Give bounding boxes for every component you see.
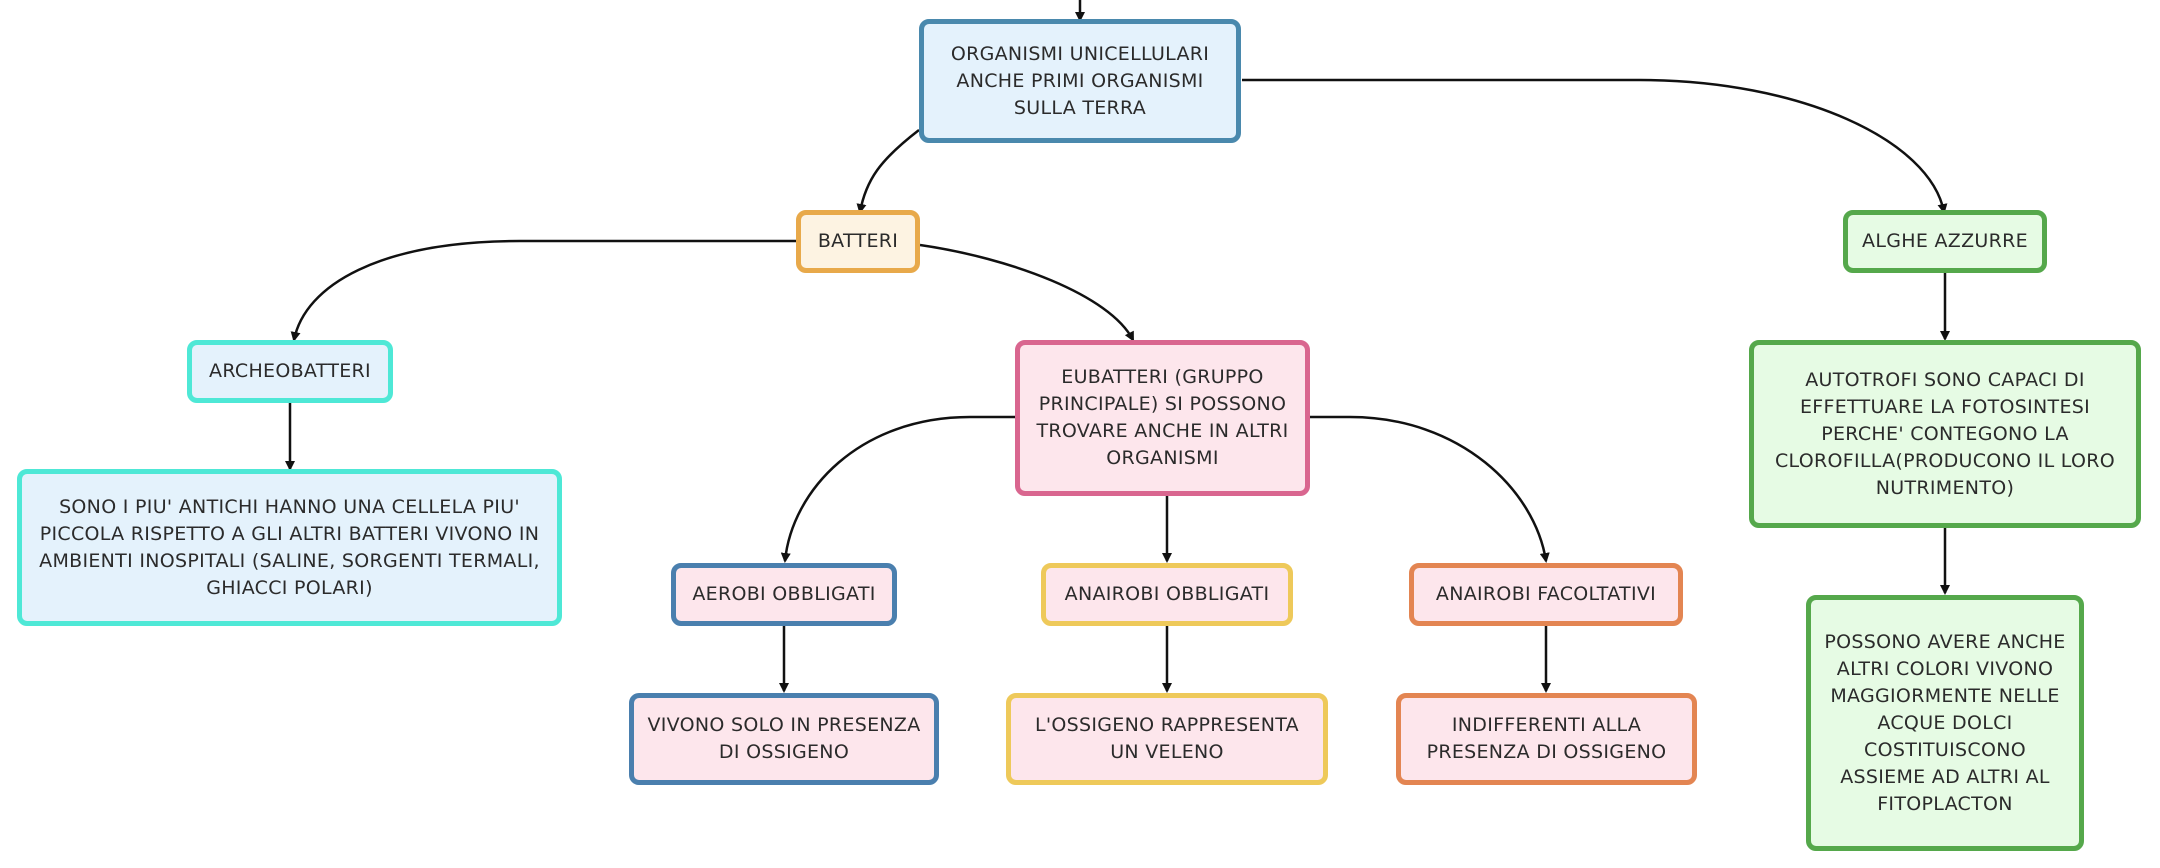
node-label: ARCHEOBATTERI	[209, 360, 371, 382]
edge-batteri-eubatteri	[919, 243, 1135, 342]
node-label: ANAIROBI OBBLIGATI	[1064, 583, 1270, 605]
node-alghe-azzurre: ALGHE AZZURRE	[1843, 210, 2047, 273]
node-archeobatteri-description: SONO I PIU' ANTICHI HANNO UNA CELLELA PI…	[17, 469, 562, 626]
node-alghe-description: POSSONO AVERE ANCHE ALTRI COLORI VIVONO …	[1806, 595, 2084, 851]
node-label: ORGANISMI UNICELLULARI ANCHE PRIMI ORGAN…	[950, 42, 1210, 119]
node-label: POSSONO AVERE ANCHE ALTRI COLORI VIVONO …	[1824, 630, 2066, 815]
node-label: SONO I PIU' ANTICHI HANNO UNA CELLELA PI…	[39, 495, 540, 599]
node-anaerobi-obbligati: ANAIROBI OBBLIGATI	[1041, 563, 1293, 626]
node-batteri: BATTERI	[796, 210, 920, 273]
node-organismi-unicellulari: ORGANISMI UNICELLULARI ANCHE PRIMI ORGAN…	[919, 19, 1241, 143]
node-label: INDIFFERENTI ALLA PRESENZA DI OSSIGENO	[1426, 714, 1667, 763]
node-eubatteri: EUBATTERI (GRUPPO PRINCIPALE) SI POSSONO…	[1015, 340, 1310, 496]
node-label: VIVONO SOLO IN PRESENZA DI OSSIGENO	[647, 714, 921, 763]
node-aerobi-description: VIVONO SOLO IN PRESENZA DI OSSIGENO	[629, 693, 939, 785]
node-anaerobi-facoltativi-description: INDIFFERENTI ALLA PRESENZA DI OSSIGENO	[1396, 693, 1697, 785]
node-anaerobi-obbligati-description: L'OSSIGENO RAPPRESENTA UN VELENO	[1006, 693, 1328, 785]
node-label: BATTERI	[817, 230, 899, 252]
node-label: AUTOTROFI SONO CAPACI DI EFFETTUARE LA F…	[1774, 368, 2116, 499]
edge-eubatteri-aerobi	[780, 415, 1015, 563]
node-anaerobi-facoltativi: ANAIROBI FACOLTATIVI	[1409, 563, 1683, 626]
node-archeobatteri: ARCHEOBATTERI	[187, 340, 393, 403]
node-label: ANAIROBI FACOLTATIVI	[1435, 583, 1657, 605]
edge-organismi-alghe	[1242, 78, 1948, 214]
edge-batteri-archeobatteri	[290, 239, 796, 342]
node-label: L'OSSIGENO RAPPRESENTA UN VELENO	[1035, 714, 1299, 763]
edge-eubatteri-anaerobi-fac	[1310, 415, 1550, 563]
edge-organismi-batteri	[856, 129, 920, 214]
node-aerobi-obbligati: AEROBI OBBLIGATI	[671, 563, 897, 626]
node-label: EUBATTERI (GRUPPO PRINCIPALE) SI POSSONO…	[1036, 366, 1289, 469]
node-label: ALGHE AZZURRE	[1862, 230, 2028, 252]
node-autotrofi: AUTOTROFI SONO CAPACI DI EFFETTUARE LA F…	[1749, 340, 2141, 528]
node-label: AEROBI OBBLIGATI	[692, 583, 876, 605]
